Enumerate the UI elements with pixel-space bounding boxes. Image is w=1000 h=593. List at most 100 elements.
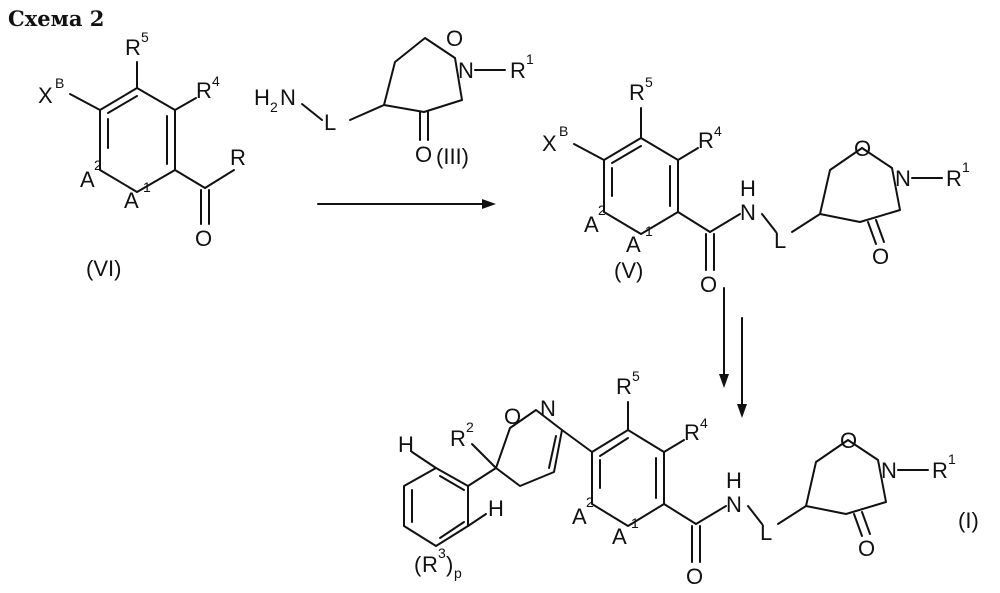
compound-i-h-amide: H bbox=[726, 468, 742, 493]
reagent-iii-r1-sup: 1 bbox=[526, 51, 534, 67]
compound-vi-r5-sup: 5 bbox=[141, 29, 149, 45]
reagent-iii: O N R 1 H 2 N L O (III) bbox=[254, 26, 534, 169]
compound-v-r5-sup: 5 bbox=[645, 74, 653, 90]
compound-i-h1-bond bbox=[412, 452, 436, 468]
compound-v-r4: R bbox=[698, 128, 714, 153]
reagent-iii-l: L bbox=[324, 110, 336, 135]
compound-i-a2: A bbox=[572, 504, 587, 529]
compound-i-central-ring bbox=[592, 430, 664, 526]
compound-vi-double-bond-top bbox=[108, 96, 137, 113]
compound-v-o-ring: O bbox=[854, 136, 871, 161]
compound-i-o-ring: O bbox=[840, 428, 857, 453]
compound-i-r1-sup: 1 bbox=[948, 451, 956, 467]
compound-v-r4-sup: 4 bbox=[714, 123, 722, 139]
compound-vi-x: X bbox=[38, 83, 53, 108]
compound-i-r2: R bbox=[450, 426, 466, 451]
compound-v-o-ring-carbonyl: O bbox=[872, 244, 889, 269]
reagent-iii-h: H bbox=[254, 85, 270, 110]
compound-i-co2-double-1 bbox=[854, 514, 862, 536]
reagent-iii-label: (III) bbox=[436, 144, 469, 169]
compound-v: X B R 5 R 4 A 2 A 1 H N L O O N R 1 O (V… bbox=[542, 74, 970, 297]
compound-i-r3-sub: p bbox=[454, 565, 462, 581]
compound-vi-ring bbox=[100, 88, 175, 192]
compound-vi-r4-sup: 4 bbox=[212, 73, 220, 89]
compound-vi-a1-sup: 1 bbox=[143, 179, 151, 195]
compound-v-r1: R bbox=[946, 166, 962, 191]
reaction-arrows-2 bbox=[719, 288, 747, 418]
compound-i-r5-sup: 5 bbox=[632, 368, 640, 384]
compound-i-amide-bond bbox=[664, 504, 696, 524]
compound-v-c-n-bond bbox=[710, 214, 740, 232]
compound-v-a2: A bbox=[584, 212, 599, 237]
compound-i-co2-double-2 bbox=[862, 512, 870, 534]
compound-i-n-isox: N bbox=[540, 396, 556, 421]
compound-i-l: L bbox=[760, 520, 772, 545]
compound-i-r4-bond bbox=[664, 440, 684, 452]
compound-i-o-isox: O bbox=[504, 404, 521, 429]
compound-i-r4: R bbox=[684, 420, 700, 445]
compound-v-a2-sup: 2 bbox=[598, 202, 606, 218]
reagent-iii-n: N bbox=[458, 58, 474, 83]
compound-vi-o: O bbox=[195, 226, 212, 251]
compound-v-o-carbonyl: O bbox=[700, 272, 717, 297]
compound-vi-carbonyl-bond bbox=[175, 170, 205, 188]
compound-vi-x-sup: B bbox=[55, 75, 64, 91]
compound-i-r3-open: ( bbox=[414, 552, 422, 577]
compound-i: R 2 O N H H ( R 3 ) p R 5 R 4 A 2 A 1 H … bbox=[398, 368, 979, 589]
compound-i-r5: R bbox=[616, 374, 632, 399]
compound-i-phenyl-ring bbox=[404, 468, 468, 546]
compound-i-link-central bbox=[562, 430, 592, 452]
compound-v-co2-double-2 bbox=[876, 220, 884, 242]
compound-v-l: L bbox=[774, 228, 786, 253]
reagent-iii-l-bond bbox=[350, 105, 384, 120]
reagent-iii-h-sub: 2 bbox=[270, 99, 278, 115]
compound-i-r2-bond bbox=[472, 444, 496, 468]
compound-v-co2-double-1 bbox=[868, 222, 876, 244]
compound-i-c-n-bond bbox=[696, 506, 726, 524]
reagent-iii-nh2-bond bbox=[302, 104, 322, 120]
compound-i-r1: R bbox=[932, 458, 948, 483]
compound-v-x: X bbox=[542, 131, 557, 156]
compound-v-n-ring: N bbox=[895, 166, 911, 191]
compound-i-r3: R bbox=[422, 552, 438, 577]
compound-v-n-amide: N bbox=[740, 200, 756, 225]
compound-v-xb-bond bbox=[574, 144, 604, 160]
compound-i-h-right: H bbox=[488, 496, 504, 521]
compound-vi-label: (VI) bbox=[86, 256, 121, 281]
compound-i-r3-close: ) bbox=[446, 552, 453, 577]
compound-v-r5: R bbox=[629, 80, 645, 105]
compound-i-l-ring-bond bbox=[778, 506, 806, 524]
compound-v-a1: A bbox=[626, 232, 641, 257]
compound-i-n-ring: N bbox=[881, 458, 897, 483]
compound-v-a1-sup: 1 bbox=[645, 223, 653, 239]
compound-i-r4-sup: 4 bbox=[700, 415, 708, 431]
compound-vi-a2-sup: 2 bbox=[94, 157, 102, 173]
compound-i-phenyl-link bbox=[468, 468, 496, 486]
compound-v-x-sup: B bbox=[559, 123, 568, 139]
compound-vi-r: R bbox=[230, 145, 246, 170]
compound-i-label: (I) bbox=[958, 508, 979, 533]
compound-i-h-top: H bbox=[398, 432, 414, 457]
compound-v-amide-bond bbox=[678, 212, 710, 232]
reagent-iii-n-amine: N bbox=[280, 85, 296, 110]
compound-i-central-db-top bbox=[600, 438, 628, 456]
compound-v-l-ring-bond bbox=[792, 214, 820, 232]
compound-i-h2-bond bbox=[468, 514, 486, 526]
compound-v-h: H bbox=[740, 176, 756, 201]
compound-i-o-ring-carbonyl: O bbox=[858, 536, 875, 561]
compound-i-a1: A bbox=[612, 524, 627, 549]
reagent-iii-o-carbonyl: O bbox=[415, 142, 432, 167]
reagent-iii-o-ring: O bbox=[446, 26, 463, 51]
compound-vi-xb-bond bbox=[70, 94, 100, 110]
compound-vi-a2: A bbox=[80, 167, 95, 192]
compound-v-ring bbox=[604, 138, 678, 234]
reaction-arrow-1 bbox=[318, 199, 496, 209]
compound-vi: X B R 5 R 4 A 2 A 1 R O (VI) bbox=[38, 29, 246, 281]
compound-i-a2-sup: 2 bbox=[586, 494, 594, 510]
compound-v-r1-sup: 1 bbox=[962, 159, 970, 175]
compound-i-r2-sup: 2 bbox=[466, 419, 474, 435]
compound-vi-c-r-bond bbox=[205, 170, 234, 188]
compound-vi-r4-bond bbox=[175, 98, 196, 110]
compound-vi-r5: R bbox=[125, 35, 141, 60]
